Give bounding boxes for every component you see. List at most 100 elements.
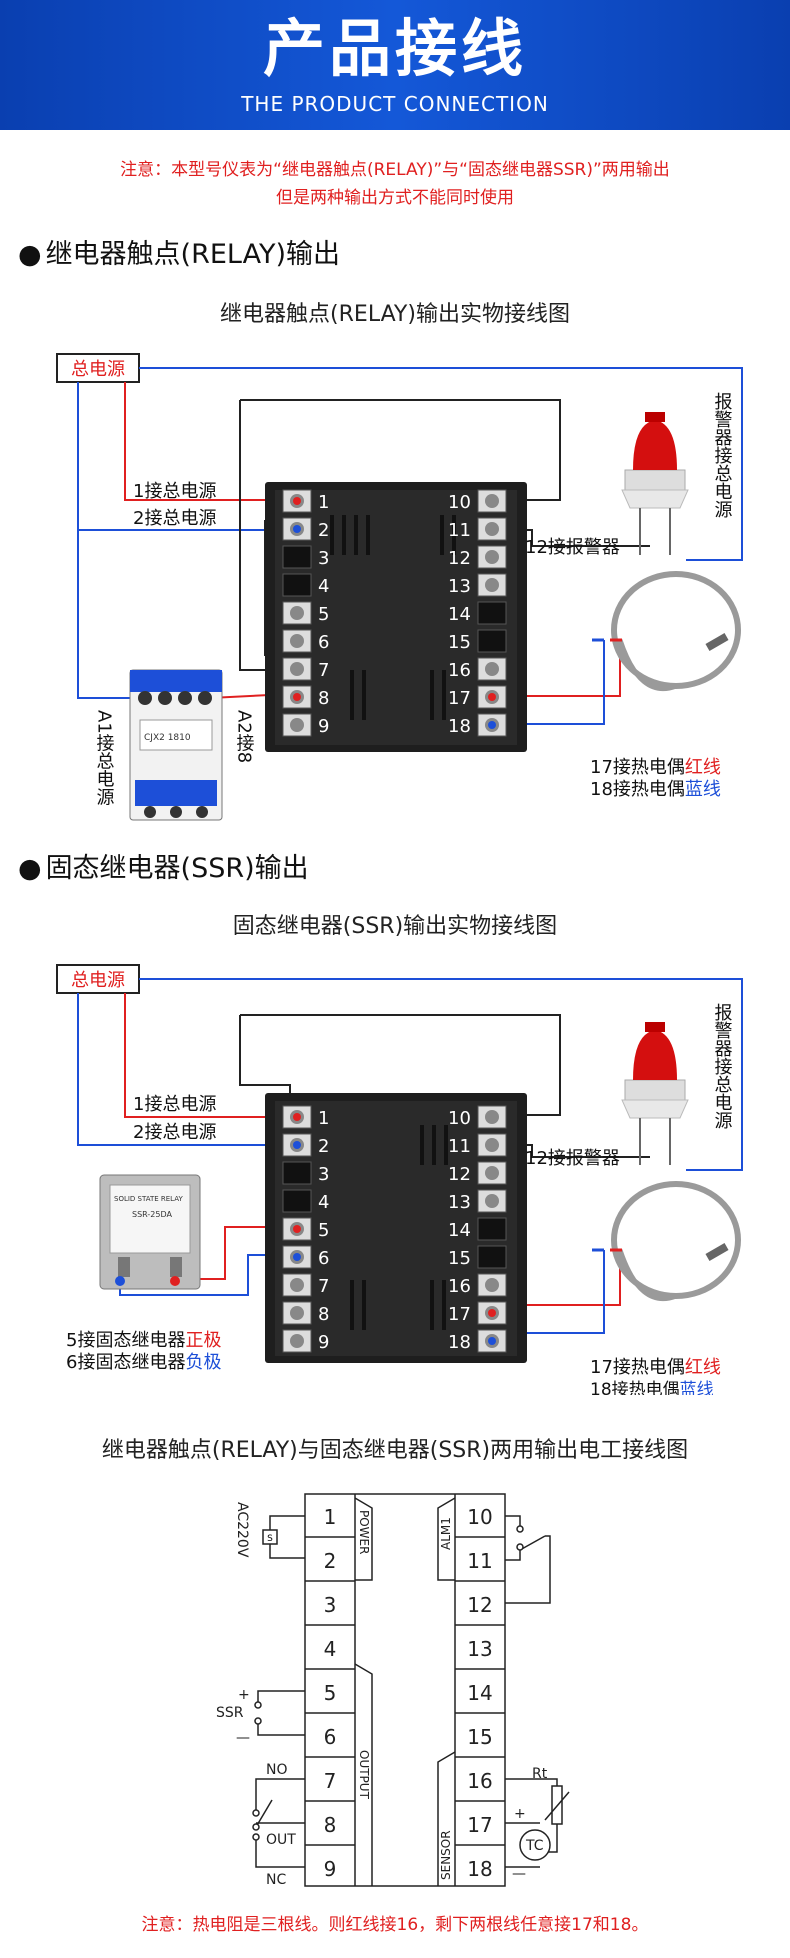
ssr-label-12: 12接报警器 xyxy=(525,1148,620,1169)
ssr-wiring-diagram: 总电源 xyxy=(56,964,743,1395)
relay-term-4: 4 xyxy=(318,576,329,597)
electrical-schematic: S 1 2 3 4 5 6 7 8 9 10 11 12 13 14 15 16… xyxy=(216,1493,570,1888)
relay-term-12: 12 xyxy=(448,548,471,569)
ssr-power-label: 总电源 xyxy=(71,970,125,991)
relay-term-5: 5 xyxy=(318,604,329,625)
ssr-term-4: 4 xyxy=(318,1192,329,1213)
relay-alarm-light-icon xyxy=(621,412,689,555)
relay-term-2: 2 xyxy=(318,520,329,541)
nc-label: NC xyxy=(266,1872,286,1888)
relay-term-1: 1 xyxy=(318,492,329,513)
relay-label-1: 1接总电源 xyxy=(133,481,216,502)
notice-line-2: 但是两种输出方式不能同时使用 xyxy=(276,188,514,208)
tc-label: TC xyxy=(525,1838,544,1854)
relay-tc-17-label: 17接热电偶红线 xyxy=(590,757,721,778)
sch-term-12: 12 xyxy=(467,1593,492,1617)
ssr-device-model: SSR-25DA xyxy=(132,1210,172,1219)
contactor-a1-label: A1接总电源 xyxy=(94,710,115,807)
ssr-term-14: 14 xyxy=(448,1220,471,1241)
ssr-power-box xyxy=(56,964,140,994)
ssr-minus-label: — xyxy=(236,1730,250,1746)
sch-term-6: 6 xyxy=(324,1725,337,1749)
rt-label: Rt xyxy=(532,1766,548,1782)
relay-tc-18-label: 18接热电偶蓝线 xyxy=(590,779,721,800)
relay-thermocouple-icon xyxy=(592,571,741,692)
relay-term-11: 11 xyxy=(448,520,471,541)
ssr-label-1: 1接总电源 xyxy=(133,1094,216,1115)
sch-term-9: 9 xyxy=(324,1857,337,1881)
sch-term-11: 11 xyxy=(467,1549,492,1573)
ac220v-label: AC220V xyxy=(234,1502,250,1558)
ssr-term-18: 18 xyxy=(448,1332,471,1353)
output-section-label: OUTPUT xyxy=(357,1750,371,1800)
sensor-section-label: SENSOR xyxy=(439,1830,453,1880)
relay-caption: 继电器触点(RELAY)输出实物接线图 xyxy=(220,302,570,327)
sch-term-18: 18 xyxy=(467,1857,492,1881)
ssr-term-10: 10 xyxy=(448,1108,471,1129)
tc-minus-label: — xyxy=(512,1866,526,1882)
ssr-label-2: 2接总电源 xyxy=(133,1122,216,1143)
contactor-icon xyxy=(129,669,223,821)
ssr-term-15: 15 xyxy=(448,1248,471,1269)
relay-term-14: 14 xyxy=(448,604,471,625)
ssr-term-16: 16 xyxy=(448,1276,471,1297)
ssr-alarm-label: 报警器接总电源 xyxy=(712,1003,733,1130)
relay-alarm-label: 报警器接总电源 xyxy=(712,392,733,519)
relay-label-2: 2接总电源 xyxy=(133,508,216,529)
ssr-term-8: 8 xyxy=(318,1304,329,1325)
sch-term-4: 4 xyxy=(324,1637,337,1661)
relay-term-16: 16 xyxy=(448,660,471,681)
notice-line-1: 注意：本型号仪表为“继电器触点(RELAY)”与“固态继电器SSR)”两用输出 xyxy=(120,160,670,180)
ssr-term-1: 1 xyxy=(318,1108,329,1129)
header-banner: 产品接线 THE PRODUCT CONNECTION xyxy=(0,0,790,130)
ssr-6-label: 6接固态继电器负极 xyxy=(66,1352,221,1373)
page-title: 产品接线 xyxy=(262,12,527,85)
relay-term-18: 18 xyxy=(448,716,471,737)
sch-term-14: 14 xyxy=(467,1681,492,1705)
ssr-term-6: 6 xyxy=(318,1248,329,1269)
ssr-term-2: 2 xyxy=(318,1136,329,1157)
ssr-term-9: 9 xyxy=(318,1332,329,1353)
relay-term-7: 7 xyxy=(318,660,329,681)
sch-term-10: 10 xyxy=(467,1505,492,1529)
sch-term-8: 8 xyxy=(324,1813,337,1837)
contactor-a2-label: A2接8 xyxy=(234,710,255,763)
sch-term-5: 5 xyxy=(324,1681,337,1705)
relay-wiring-diagram: 总电源 xyxy=(56,353,743,821)
sch-term-7: 7 xyxy=(324,1769,337,1793)
ssr-term-5: 5 xyxy=(318,1220,329,1241)
contactor-model: CJX2 1810 xyxy=(144,733,191,743)
ssr-thermocouple-icon xyxy=(592,1181,741,1302)
relay-power-box xyxy=(56,353,140,383)
ssr-term-12: 12 xyxy=(448,1164,471,1185)
solid-state-relay-icon xyxy=(99,1174,201,1290)
ssr-tc-17-label: 17接热电偶红线 xyxy=(590,1357,721,1378)
power-section-label: POWER xyxy=(357,1510,371,1554)
ssr-term-17: 17 xyxy=(448,1304,471,1325)
ssr-term-13: 13 xyxy=(448,1192,471,1213)
tc-plus-label: + xyxy=(514,1806,526,1822)
ssr-alarm-light-icon xyxy=(621,1022,689,1165)
svg-text:S: S xyxy=(267,1534,273,1544)
relay-power-label: 总电源 xyxy=(71,359,125,380)
relay-term-8: 8 xyxy=(318,688,329,709)
ssr-label: SSR xyxy=(216,1705,244,1721)
sch-term-13: 13 xyxy=(467,1637,492,1661)
relay-term-13: 13 xyxy=(448,576,471,597)
relay-term-3: 3 xyxy=(318,548,329,569)
sch-term-3: 3 xyxy=(324,1593,337,1617)
ssr-plus-label: + xyxy=(238,1687,250,1703)
out-label: OUT xyxy=(266,1832,296,1848)
relay-term-17: 17 xyxy=(448,688,471,709)
ssr-term-3: 3 xyxy=(318,1164,329,1185)
ssr-controller: 1 2 3 4 5 6 7 8 9 10 11 12 13 14 15 16 1… xyxy=(265,1093,527,1363)
relay-controller: 1 2 3 4 5 6 7 8 9 10 11 12 13 14 15 16 1… xyxy=(265,482,527,752)
sch-term-16: 16 xyxy=(467,1769,492,1793)
ssr-device-title: SOLID STATE RELAY xyxy=(114,1195,183,1203)
footer-note: 注意：热电阻是三根线。则红线接16，剩下两根线任意接17和18。 xyxy=(141,1915,649,1935)
schematic-caption: 继电器触点(RELAY)与固态继电器(SSR)两用输出电工接线图 xyxy=(101,1438,689,1463)
ssr-section-heading: 固态继电器(SSR)输出 xyxy=(18,846,309,885)
ssr-5-label: 5接固态继电器正极 xyxy=(66,1330,221,1351)
ssr-term-11: 11 xyxy=(448,1136,471,1157)
sch-term-1: 1 xyxy=(324,1505,337,1529)
